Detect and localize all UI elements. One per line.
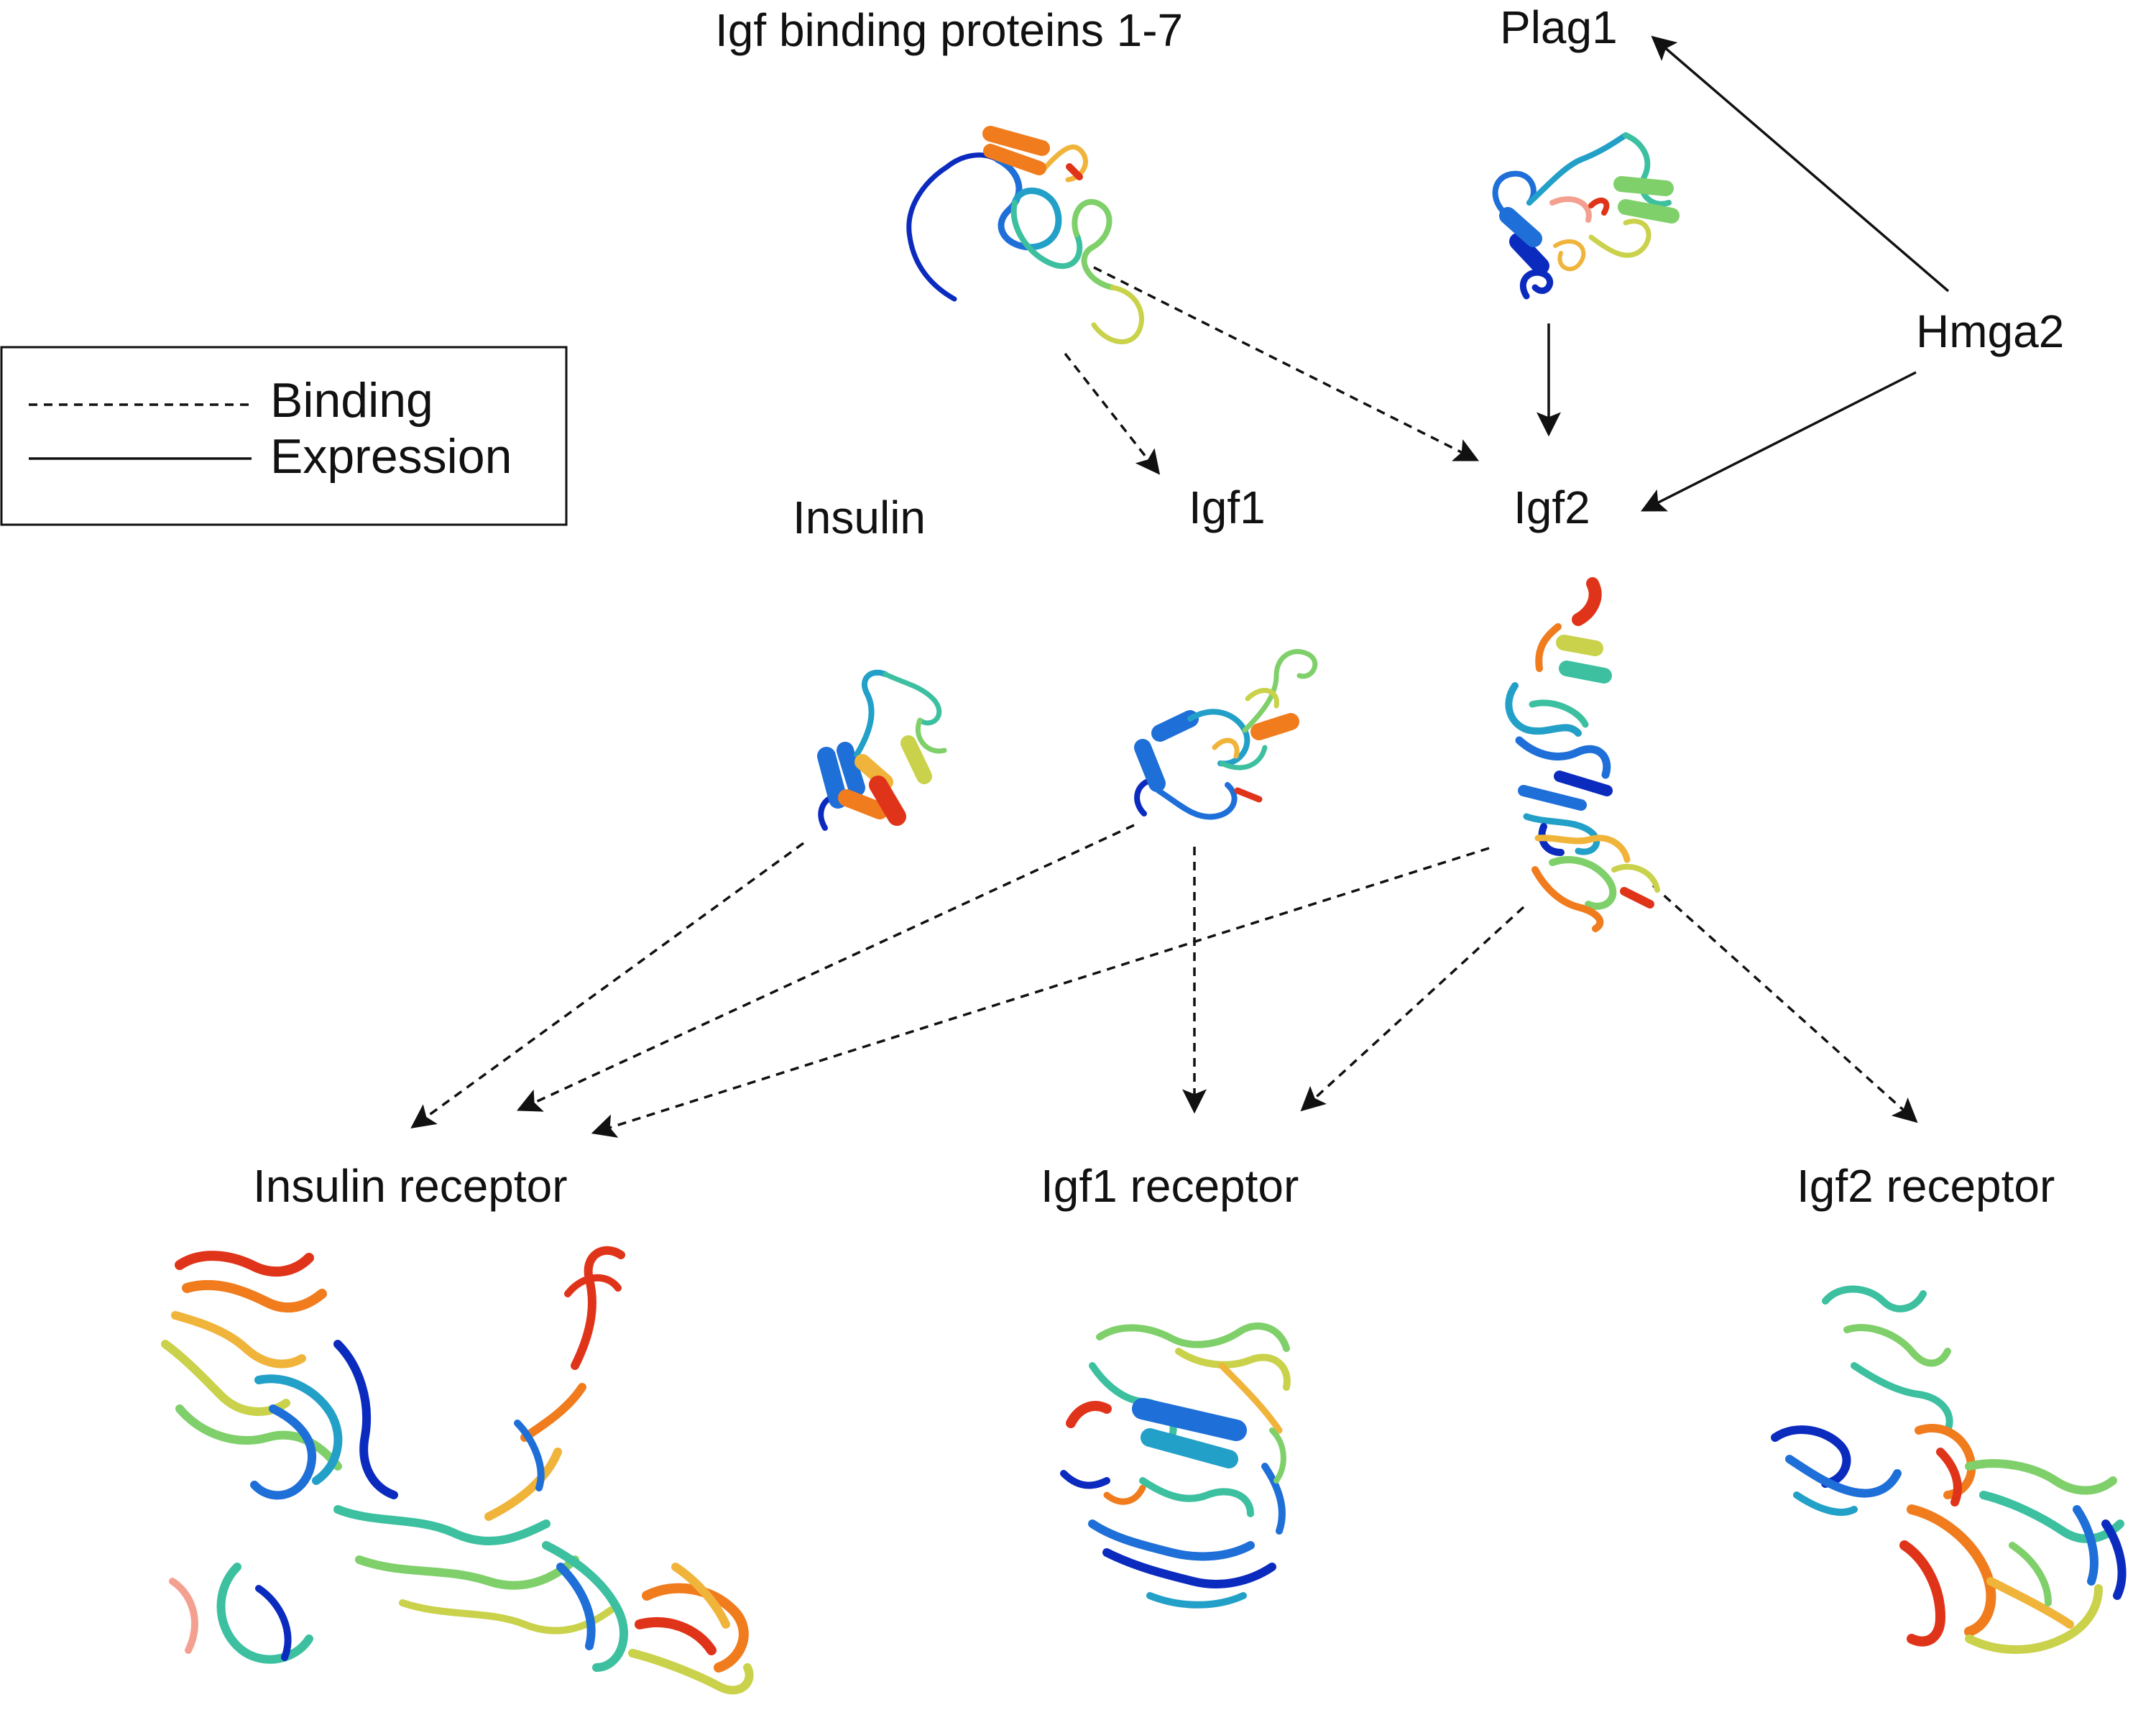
edge-igf2-igf2-receptor	[1651, 884, 1918, 1123]
insulin-structure	[817, 669, 947, 831]
legend-box	[0, 346, 568, 526]
igfbp-structure	[906, 126, 1144, 344]
label-igf1: Igf1	[1189, 482, 1266, 533]
edge-hmga2-igf2	[1640, 371, 1917, 512]
edge-hmga2-plag1	[1651, 35, 1950, 293]
legend-binding-label: Binding	[270, 373, 433, 428]
edge-igfbp-igf1	[1064, 352, 1161, 475]
label-insulin: Insulin	[793, 492, 926, 543]
label-plag1: Plag1	[1500, 1, 1618, 53]
edges	[410, 35, 1950, 1138]
edge-igf2-insulin-receptor	[591, 847, 1490, 1138]
igf2-receptor-structure	[1771, 1285, 2127, 1654]
edge-igf1-insulin-receptor	[516, 824, 1135, 1112]
label-igf1-receptor: Igf1 receptor	[1041, 1160, 1299, 1212]
legend-expression-label: Expression	[270, 429, 512, 484]
node-labels: Igf binding proteins 1-7 Plag1 Hmga2 Ins…	[253, 1, 2064, 1212]
plag1-structure	[1492, 132, 1680, 300]
label-insulin-receptor: Insulin receptor	[253, 1160, 568, 1212]
label-hmga2: Hmga2	[1916, 305, 2064, 357]
edge-insulin-insulin-receptor	[410, 842, 805, 1128]
igf1-structure	[1134, 649, 1318, 820]
label-igfbp: Igf binding proteins 1-7	[715, 4, 1183, 56]
edge-igf2-igf1-receptor	[1300, 906, 1525, 1112]
label-igf2-receptor: Igf2 receptor	[1797, 1160, 2055, 1212]
legend: Binding Expression	[0, 346, 568, 526]
edge-igfbp-igf2	[1093, 266, 1480, 461]
igf2-structure	[1505, 577, 1660, 932]
label-igf2: Igf2	[1514, 482, 1590, 533]
insulin-receptor-structure	[161, 1246, 754, 1695]
igf1-receptor-structure	[1060, 1322, 1291, 1609]
